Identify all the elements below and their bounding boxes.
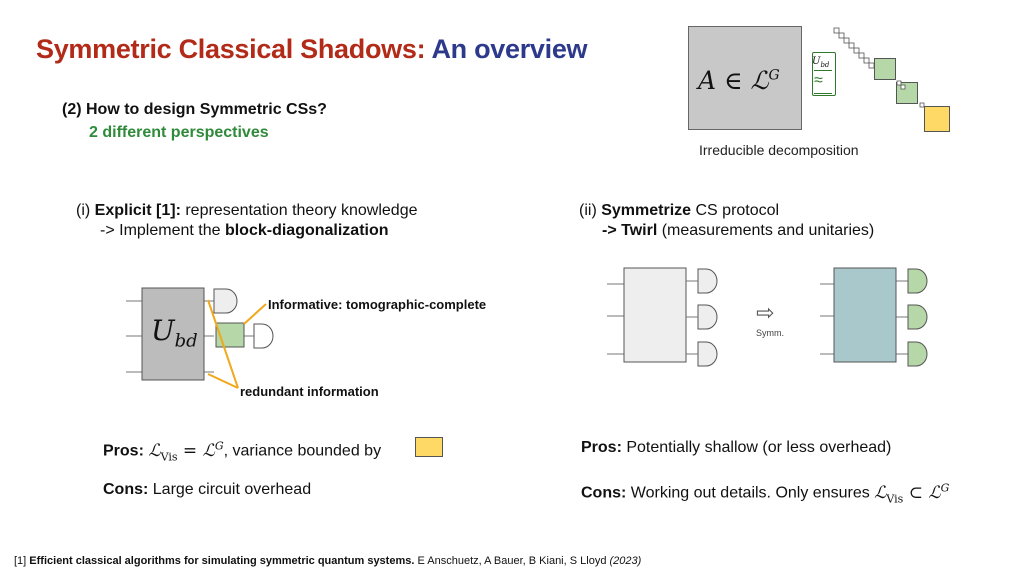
plain-meter-2 <box>697 304 718 330</box>
page-title: Symmetric Classical Shadows: An overview <box>36 34 588 65</box>
operator-block-label: A ∈ ℒG <box>698 66 780 95</box>
diagonal-dots-2 <box>896 80 925 108</box>
footer-reference: [1] Efficient classical algorithms for s… <box>14 555 642 567</box>
symm-arrow-icon: ⇨ <box>756 300 775 325</box>
plain-block <box>623 267 687 363</box>
left-meter-2 <box>253 323 274 349</box>
question-subheading: 2 different perspectives <box>89 124 269 141</box>
plain-meter-1 <box>697 268 718 294</box>
figure-caption: Irreducible decomposition <box>699 142 859 158</box>
diagonal-dots <box>833 27 875 69</box>
annotation-lines <box>207 299 267 389</box>
left-circuit <box>126 300 254 373</box>
approx-label: Ubd <box>812 56 830 69</box>
annotation-bottom: redundant information <box>240 384 379 399</box>
ubd-label: Ubd <box>151 314 198 352</box>
teal-meter-3 <box>907 341 928 367</box>
teal-meter-2 <box>907 304 928 330</box>
right-circuit-teal <box>820 280 908 355</box>
right-heading: (ii) Symmetrize CS protocol <box>579 202 780 219</box>
left-subheading: -> Implement the block-diagonalization <box>100 222 389 239</box>
operator-block <box>688 26 802 130</box>
left-pros: Pros: ℒVis = ℒG, variance bounded by <box>103 439 382 464</box>
plain-meter-3 <box>697 341 718 367</box>
variance-bound-box <box>415 437 443 457</box>
annotation-top: Informative: tomographic-complete <box>268 297 487 312</box>
title-part-1: Symmetric Classical Shadows: <box>36 34 426 64</box>
teal-meter-1 <box>907 268 928 294</box>
left-green-block <box>215 322 245 348</box>
ubd-block <box>141 287 205 381</box>
right-circuit-plain <box>607 283 624 355</box>
right-pros: Pros: Potentially shallow (or less overh… <box>581 439 892 456</box>
left-cons: Cons: Large circuit overhead <box>103 481 312 498</box>
approx-symbol: ≈ <box>814 70 832 94</box>
top-figure: A ∈ ℒG Ubd ≈ <box>688 26 968 136</box>
irrep-block-1 <box>874 58 896 80</box>
irrep-block-3 <box>924 106 950 132</box>
left-meter-1 <box>213 288 238 314</box>
teal-block <box>833 267 897 363</box>
right-subheading: -> Twirl (measurements and unitaries) <box>602 222 875 239</box>
right-cons: Cons: Working out details. Only ensures … <box>581 481 950 506</box>
left-heading: (i) Explicit [1]: representation theory … <box>76 202 418 219</box>
symm-label: Symm. <box>756 328 784 338</box>
green-frame <box>812 52 836 96</box>
title-part-2: An overview <box>431 34 588 64</box>
question-heading: (2) How to design Symmetric CSs? <box>62 101 327 118</box>
